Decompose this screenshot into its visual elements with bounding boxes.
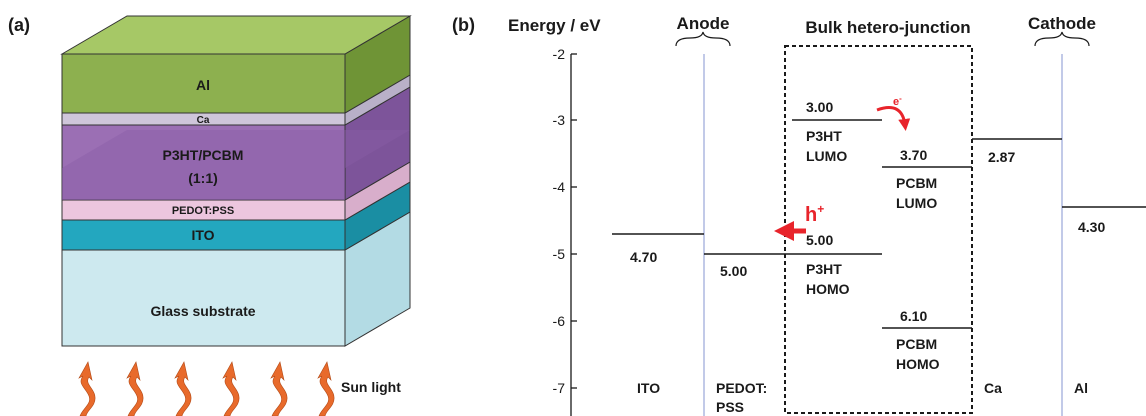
active-label: P3HT/PCBM — [163, 147, 244, 163]
bhj-header: Bulk hetero-junction — [805, 18, 970, 37]
pedot-level-value: 5.00 — [720, 263, 747, 279]
glass-layer-front — [61, 249, 346, 347]
al-level-value: 4.30 — [1078, 219, 1105, 235]
y-tick-label: -6 — [553, 313, 566, 329]
y-axis-title: Energy / eV — [508, 16, 601, 35]
anode-header: Anode — [677, 14, 730, 33]
p3ht-homo-value: 5.00 — [806, 232, 833, 248]
pcbm-lumo-line2: LUMO — [896, 195, 937, 211]
device-stack — [60, 15, 412, 347]
electron-symbol: e — [893, 96, 899, 108]
ito-label: ITO — [191, 227, 214, 243]
active-layer-inner — [62, 130, 410, 200]
sunlight-arrow-icon — [222, 361, 240, 416]
al-label: Al — [196, 77, 210, 93]
ca-level-value: 2.87 — [988, 149, 1015, 165]
sunlight-arrow-icon — [78, 361, 96, 416]
panel-b-label: (b) — [452, 15, 475, 35]
material-pedot-line1: PEDOT: — [716, 380, 767, 396]
pcbm-homo-line2: HOMO — [896, 356, 940, 372]
sunlight-arrow-icon — [270, 361, 288, 416]
y-tick-label: -2 — [553, 46, 566, 62]
cathode-brace — [1034, 31, 1090, 47]
pcbm-homo-line1: PCBM — [896, 336, 937, 352]
glass-label: Glass substrate — [150, 303, 255, 319]
ito-level-value: 4.70 — [630, 249, 657, 265]
electron-label: e- — [893, 94, 902, 108]
sunlight-arrow-icon — [126, 361, 144, 416]
ito-layer-front — [61, 219, 346, 251]
hole-charge: + — [817, 202, 824, 216]
hole-label: h+ — [805, 202, 824, 226]
pcbm-homo-value: 6.10 — [900, 308, 927, 324]
sunlight-label: Sun light — [341, 379, 401, 395]
sunlight-arrows — [78, 361, 335, 416]
y-tick-label: -5 — [553, 246, 566, 262]
y-tick-label: -3 — [553, 112, 566, 128]
p3ht-homo-line2: HOMO — [806, 281, 850, 297]
panel-a-label: (a) — [8, 15, 30, 35]
y-axis-ticks — [571, 53, 577, 389]
material-al: Al — [1074, 380, 1088, 396]
electron-transfer-arrow — [876, 106, 911, 131]
p3ht-homo-line1: P3HT — [806, 261, 842, 277]
material-pedot-line2: PSS — [716, 399, 744, 415]
material-ito: ITO — [637, 380, 660, 396]
p3ht-lumo-line1: P3HT — [806, 128, 842, 144]
sunlight-arrow-icon — [174, 361, 192, 416]
energy-levels — [612, 119, 1146, 329]
material-ca: Ca — [984, 380, 1002, 396]
anode-brace — [675, 31, 731, 47]
cathode-header: Cathode — [1028, 14, 1096, 33]
sunlight-arrow-icon — [317, 361, 335, 416]
pedot-label: PEDOT:PSS — [172, 205, 234, 217]
active-ratio-label: (1:1) — [188, 170, 218, 186]
al-layer-top — [60, 15, 412, 55]
electron-charge: - — [899, 94, 902, 103]
p3ht-lumo-line2: LUMO — [806, 148, 847, 164]
ca-label: Ca — [197, 115, 210, 126]
pcbm-lumo-line1: PCBM — [896, 175, 937, 191]
pcbm-lumo-value: 3.70 — [900, 147, 927, 163]
hole-symbol: h — [805, 204, 817, 226]
y-tick-labels: -2 -3 -4 -5 -6 -7 — [553, 46, 566, 396]
y-tick-label: -7 — [553, 380, 566, 396]
al-layer-front — [61, 53, 346, 114]
y-tick-label: -4 — [553, 179, 566, 195]
p3ht-lumo-value: 3.00 — [806, 99, 833, 115]
